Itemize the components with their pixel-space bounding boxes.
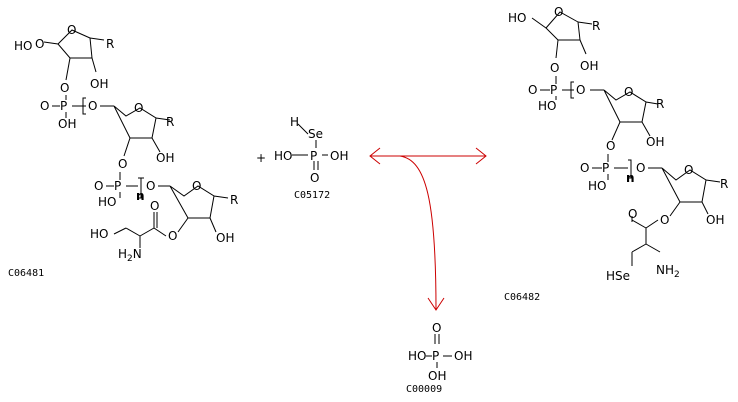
c06482-p-2: P bbox=[602, 161, 609, 175]
c06481-oh-4: OH bbox=[216, 231, 234, 245]
c06481-ring-o-2: O bbox=[134, 101, 143, 115]
c06481-o-7: O bbox=[146, 179, 155, 193]
c06482-ring-1: HO O R OH O bbox=[508, 5, 600, 75]
c06481-r-1: R bbox=[106, 37, 114, 51]
c06482-o-1: O bbox=[550, 61, 559, 75]
c06482-o-5: O bbox=[580, 161, 589, 175]
plus-sign: + bbox=[256, 151, 266, 165]
c06482-o-6: O bbox=[636, 161, 645, 175]
right-arrowhead bbox=[475, 147, 487, 165]
c00009-o: O bbox=[432, 321, 441, 335]
c05172-oh: OH bbox=[330, 149, 348, 163]
c00009-ho: HO bbox=[408, 349, 426, 363]
c06482-o-7: O bbox=[660, 213, 669, 227]
c06481-ring-o-1: O bbox=[67, 23, 76, 37]
c06481-o-2: O bbox=[60, 81, 69, 95]
c06482-nh2: NH2 bbox=[656, 263, 680, 280]
c06482-ho-2: HO bbox=[538, 99, 556, 113]
c06481-oh-2: OH bbox=[58, 117, 76, 131]
c06482-ho-1: HO bbox=[508, 11, 526, 25]
compound-c05172: H Se HO P OH O C05172 bbox=[274, 115, 348, 201]
c06481-o-6: O bbox=[94, 179, 103, 193]
c06482-oh-1: OH bbox=[580, 59, 598, 73]
c06482-nh2-2: 2 bbox=[674, 270, 680, 280]
compound-c06481: HO O O R OH O O P O OH O R O bbox=[8, 23, 238, 279]
c06481-ho-1: HO bbox=[14, 39, 32, 53]
c06482-phosphate-1: O P O HO bbox=[528, 76, 604, 113]
c06481-ho-2: HO bbox=[98, 195, 116, 209]
c06482-o-2: O bbox=[528, 83, 537, 97]
c06481-o-4: O bbox=[88, 99, 97, 113]
c06482-oh-3: OH bbox=[706, 213, 724, 227]
c05172-se: Se bbox=[308, 127, 323, 141]
c06482-r-2: R bbox=[656, 97, 664, 111]
c06482-ring-o-2: O bbox=[624, 85, 633, 99]
c06482-hse: HSe bbox=[606, 269, 630, 283]
branch-arrowhead bbox=[427, 297, 445, 311]
c06482-ring-o-3: O bbox=[684, 163, 693, 177]
c06481-ring-o-3: O bbox=[192, 179, 201, 193]
compound-id-c06481: C06481 bbox=[8, 268, 44, 279]
c06481-o-8: O bbox=[168, 229, 177, 243]
c06482-ho-3: HO bbox=[588, 179, 606, 193]
reaction-arrow bbox=[369, 147, 487, 311]
c06481-ho-3: HO bbox=[90, 227, 108, 241]
c06481-oh-3: OH bbox=[156, 151, 174, 165]
c06481-oh-1: OH bbox=[90, 77, 108, 91]
c06481-o-5: O bbox=[118, 157, 127, 171]
c06482-o-3: O bbox=[576, 83, 585, 97]
c05172-h: H bbox=[290, 115, 299, 129]
c06481-p-2: P bbox=[114, 179, 121, 193]
compound-id-c06482: C06482 bbox=[504, 292, 540, 303]
c06481-h2n-h: H bbox=[118, 247, 127, 261]
c05172-p: P bbox=[310, 149, 317, 163]
c06481-o-3: O bbox=[40, 99, 49, 113]
c06482-oh-2: OH bbox=[646, 135, 664, 149]
c06481-h2n-n: N bbox=[133, 247, 142, 261]
c06482-r-3: R bbox=[720, 177, 728, 191]
c05172-ho: HO bbox=[274, 149, 292, 163]
c00009-oh-2: OH bbox=[428, 369, 446, 383]
c06481-ring-1: HO O O R OH O bbox=[14, 23, 114, 95]
c06481-phosphate-2: O P O HO n bbox=[94, 172, 170, 209]
compound-id-c00009: C00009 bbox=[406, 384, 442, 395]
c06481-o-9: O bbox=[150, 199, 159, 213]
c06481-o-1: O bbox=[35, 37, 44, 51]
c06481-ring-3: O R OH O bbox=[168, 179, 238, 245]
c06482-ring-o-1: O bbox=[554, 5, 563, 19]
compound-c00009: O HO P OH OH C00009 bbox=[406, 321, 472, 395]
c06482-o-4: O bbox=[606, 139, 615, 153]
c06482-nh2-nh: NH bbox=[656, 263, 674, 277]
c00009-oh-1: OH bbox=[454, 349, 472, 363]
c06481-serine: O HO H2N bbox=[90, 199, 167, 264]
left-arrowhead bbox=[369, 147, 381, 165]
c06481-n: n bbox=[136, 189, 145, 203]
c06482-n: n bbox=[626, 171, 635, 185]
c06482-p-1: P bbox=[550, 83, 557, 97]
c06482-ring-2: O R OH O bbox=[603, 85, 664, 153]
c00009-p: P bbox=[432, 349, 439, 363]
c06482-selenocysteine: O HSe NH2 bbox=[606, 207, 680, 283]
c06481-p-1: P bbox=[60, 99, 67, 113]
c06481-h2n: H2N bbox=[118, 247, 142, 264]
c06481-phosphate-1: O P O OH bbox=[40, 95, 114, 131]
c06481-r-3: R bbox=[230, 193, 238, 207]
c06481-ring-2: O R OH O bbox=[113, 101, 174, 171]
branch-arrow-curve bbox=[399, 155, 437, 311]
c05172-o: O bbox=[310, 171, 319, 185]
c06482-o-8: O bbox=[628, 207, 637, 221]
compound-c06482: HO O R OH O O P O HO O R OH bbox=[504, 5, 728, 303]
c06482-ring-3: O R OH O bbox=[660, 163, 728, 227]
compound-id-c05172: C05172 bbox=[294, 190, 330, 201]
c06482-phosphate-2: O P O HO n bbox=[580, 154, 662, 193]
c06482-r-1: R bbox=[592, 19, 600, 33]
c06481-h2n-2: 2 bbox=[127, 254, 133, 264]
c06481-r-2: R bbox=[166, 115, 174, 129]
